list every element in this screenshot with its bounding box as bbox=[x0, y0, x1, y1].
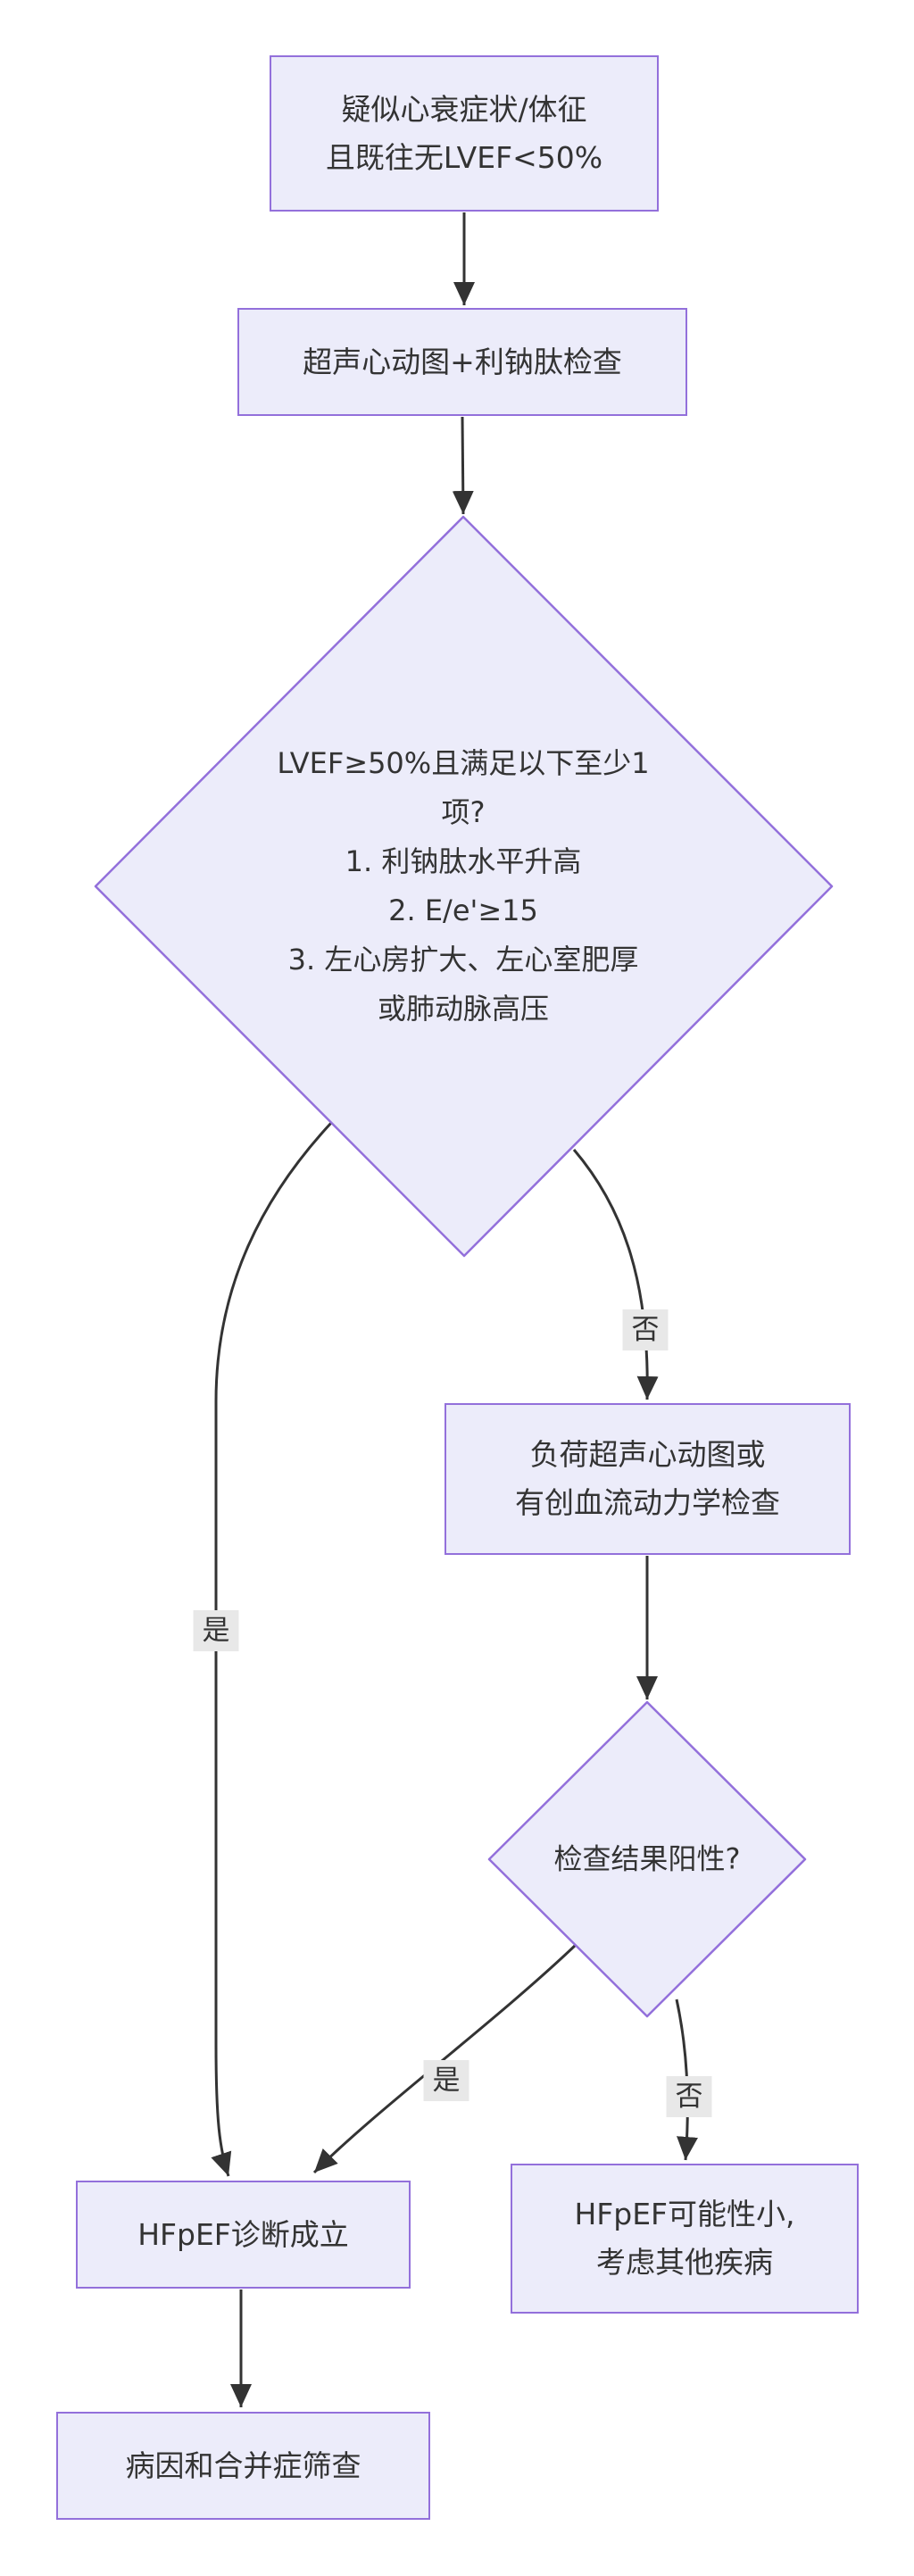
node-text-line: 项? bbox=[441, 795, 486, 829]
edge-label-test-yes: 是 bbox=[423, 2060, 469, 2101]
node-suspected-hf: 疑似心衰症状/体征 且既往无LVEF<50% bbox=[270, 55, 659, 212]
node-text-line: HFpEF诊断成立 bbox=[137, 2216, 349, 2252]
edge-lvef-no-to-stress-echo bbox=[572, 1149, 659, 1400]
edge-label-lvef-no: 否 bbox=[622, 1309, 669, 1350]
edge-lvef-yes-to-confirmed bbox=[211, 1121, 333, 2177]
node-text-line: 考虑其他疾病 bbox=[596, 2245, 773, 2280]
node-text-line: 超声心动图+利钠肽检查 bbox=[303, 344, 622, 379]
edge-label-lvef-yes: 是 bbox=[193, 1610, 239, 1651]
node-text-line: LVEF≥50%且满足以下至少1 bbox=[277, 746, 650, 780]
node-etiology-screening: 病因和合并症筛查 bbox=[56, 2412, 430, 2520]
decision-test-positive-shape bbox=[487, 1700, 807, 2018]
node-text-line: 1. 利钠肽水平升高 bbox=[345, 844, 582, 878]
node-text-line: HFpEF可能性小, bbox=[574, 2197, 795, 2231]
node-text-line: 负荷超声心动图或 bbox=[529, 1437, 766, 1472]
node-text-line: 或肺动脉高压 bbox=[377, 992, 550, 1026]
node-echo-bnp-test: 超声心动图+利钠肽检查 bbox=[237, 308, 687, 416]
node-text-line: 3. 左心房扩大、左心室肥厚 bbox=[287, 943, 639, 976]
node-text-line: 检查结果阳性? bbox=[553, 1841, 741, 1876]
decision-lvef-text: LVEF≥50%且满足以下至少1 项? 1. 利钠肽水平升高 2. E/e'≥1… bbox=[277, 739, 649, 1034]
decision-lvef-shape bbox=[94, 515, 834, 1258]
node-text-line: 疑似心衰症状/体征 bbox=[341, 91, 587, 127]
node-text-line: 2. E/e'≥15 bbox=[388, 893, 538, 927]
node-hfpef-confirmed: HFpEF诊断成立 bbox=[76, 2181, 411, 2289]
node-text-line: 且既往无LVEF<50% bbox=[325, 139, 603, 175]
edge-echo-to-lvef-decision bbox=[452, 416, 474, 515]
decision-test-positive-text: 检查结果阳性? bbox=[554, 1835, 741, 1884]
node-text-line: 病因和合并症筛查 bbox=[125, 2447, 361, 2483]
node-text-line: 有创血流动力学检查 bbox=[515, 1485, 780, 1520]
edge-test-yes-to-confirmed bbox=[312, 1942, 578, 2174]
edge-label-test-no: 否 bbox=[666, 2076, 712, 2117]
node-stress-echo: 负荷超声心动图或 有创血流动力学检查 bbox=[445, 1403, 851, 1555]
node-hfpef-unlikely: HFpEF可能性小, 考虑其他疾病 bbox=[511, 2164, 859, 2314]
